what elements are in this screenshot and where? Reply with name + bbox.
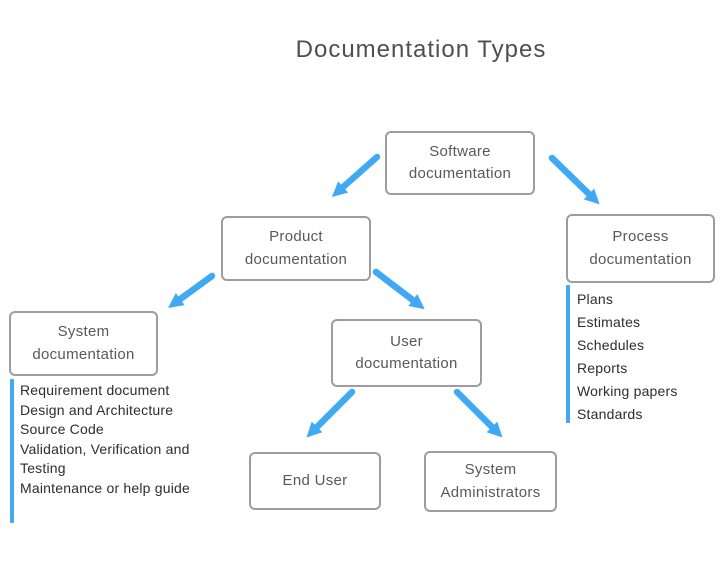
node-label: Process documentation: [589, 228, 692, 268]
node-process-documentation: Process documentation: [566, 214, 715, 283]
arrow-software-to-product-icon: [331, 153, 381, 197]
list-item: Maintenance or help guide: [20, 479, 191, 496]
system-documentation-list: Requirement document Design and Architec…: [20, 381, 218, 498]
page-title: Documentation Types: [295, 36, 547, 63]
node-system-administrators: System Administrators: [424, 451, 557, 512]
system-list-accent-bar: [10, 379, 14, 523]
list-item: Requirement document: [20, 382, 170, 398]
list-item: Validation, Verification and Testing: [20, 440, 190, 477]
list-item: Reports: [577, 360, 628, 376]
node-user-documentation: User documentation: [331, 319, 482, 387]
arrow-software-to-process-icon: [548, 154, 600, 205]
node-label: Software documentation: [408, 142, 512, 183]
list-item: Design and Architecture: [20, 401, 174, 418]
arrow-user-to-enduser-icon: [306, 388, 356, 438]
node-label: System Administrators: [440, 461, 541, 501]
process-list-accent-bar: [566, 285, 570, 423]
node-product-documentation: Product documentation: [221, 216, 371, 281]
list-item: Standards: [577, 406, 643, 422]
arrow-user-to-sysadmin-icon: [453, 388, 503, 438]
list-item: Schedules: [577, 337, 645, 353]
node-label: End User: [282, 471, 348, 489]
list-item: Working papers: [577, 383, 678, 399]
node-label: Product documentation: [244, 228, 348, 268]
arrow-product-to-user-icon: [372, 268, 425, 310]
node-end-user: End User: [249, 452, 381, 510]
list-item: Estimates: [577, 314, 641, 330]
node-label: System documentation: [32, 323, 135, 363]
node-system-documentation: System documentation: [9, 311, 158, 376]
node-software-documentation: Software documentation: [385, 131, 535, 195]
list-item: Plans: [577, 291, 614, 307]
process-documentation-list: Plans Estimates Schedules Reports Workin…: [577, 288, 717, 426]
list-item: Source Code: [20, 421, 104, 437]
node-label: User documentation: [355, 332, 458, 373]
arrow-product-to-system-icon: [168, 272, 216, 308]
